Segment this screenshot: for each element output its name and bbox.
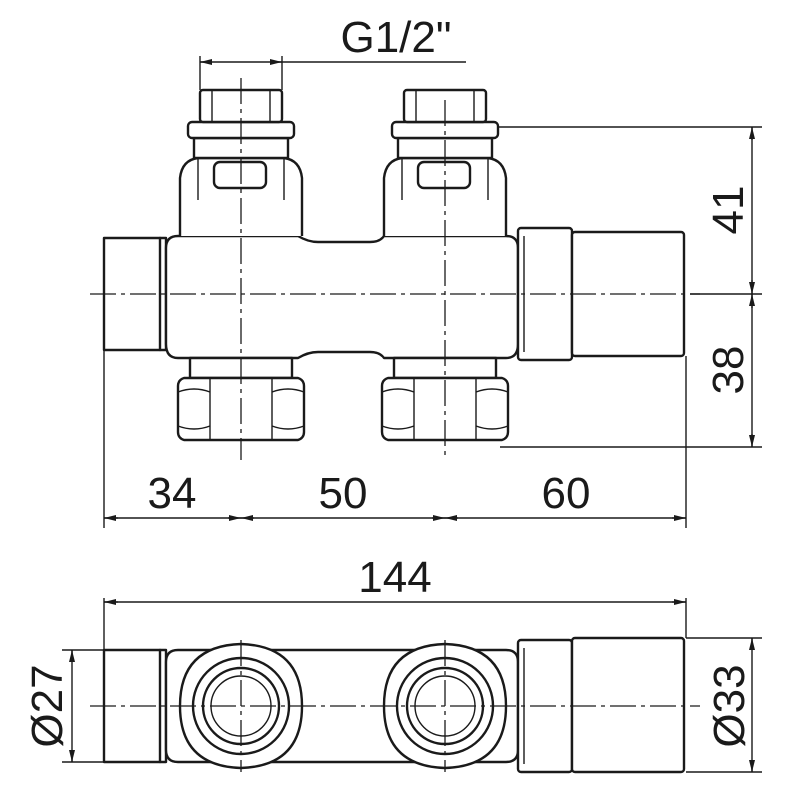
length-dimensions: 34 50 60 xyxy=(103,350,687,528)
total-length-label: 144 xyxy=(358,553,431,602)
left-diameter-dimension: Ø27 xyxy=(23,649,104,763)
lower-nut-right xyxy=(380,356,510,442)
total-length-dimension: 144 xyxy=(103,553,687,650)
height-dimensions: 41 38 xyxy=(498,126,762,448)
center-spacing-label: 50 xyxy=(319,469,368,518)
front-view: G1/2" 41 38 34 50 6 xyxy=(90,13,762,528)
valve-body xyxy=(164,234,520,360)
upper-height-label: 41 xyxy=(704,186,753,235)
right-offset-label: 60 xyxy=(542,469,591,518)
left-offset-label: 34 xyxy=(148,469,197,518)
right-diameter-dimension: Ø33 xyxy=(686,637,762,773)
right-diameter-label: Ø33 xyxy=(705,664,754,747)
thread-dimension: G1/2" xyxy=(199,13,466,90)
thread-label: G1/2" xyxy=(340,13,451,62)
left-diameter-label: Ø27 xyxy=(23,664,72,747)
upper-fitting-left xyxy=(178,88,304,236)
lower-height-label: 38 xyxy=(704,346,753,395)
top-view: 144 xyxy=(23,553,762,774)
top-right-cap xyxy=(516,636,686,774)
